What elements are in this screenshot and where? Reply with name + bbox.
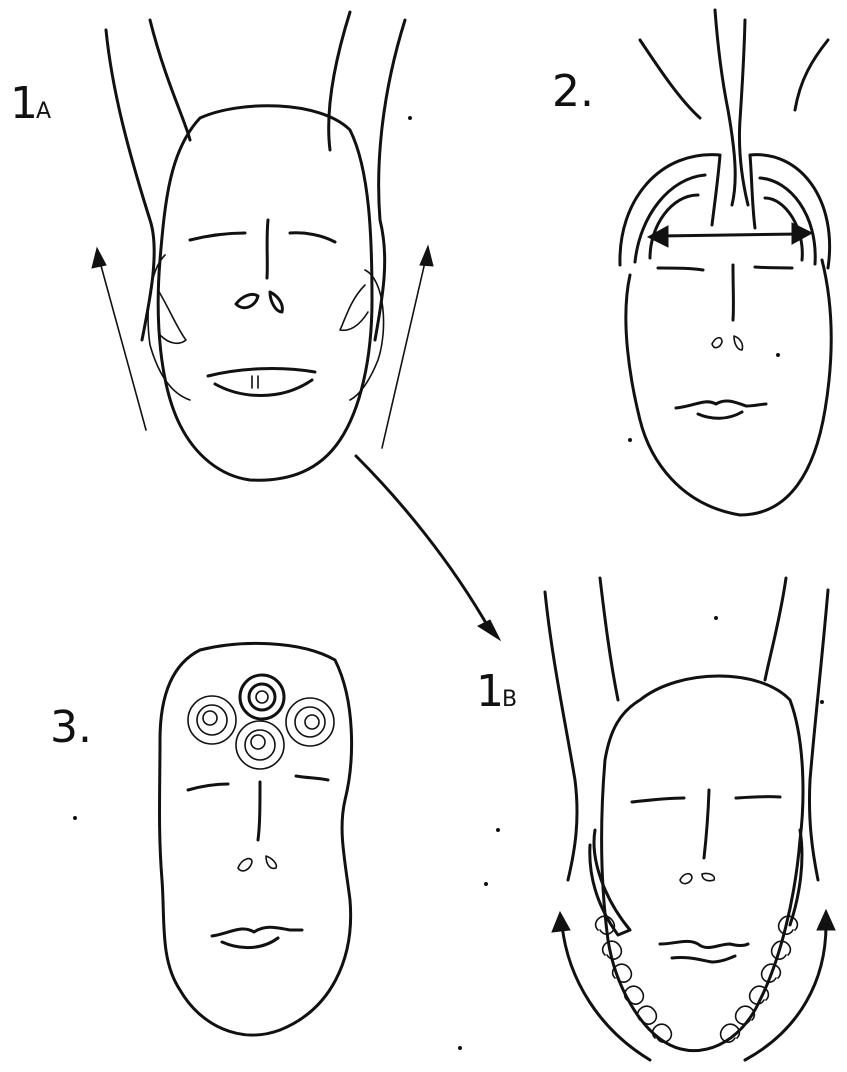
eye-right-1a [290,233,335,242]
forehead-arc-left-outer [620,155,720,265]
transition-arrow-1a-1b [356,456,500,640]
neck-line-left-inner [150,20,190,140]
label-1a-number: 1 [10,78,38,129]
neck-line-left [106,30,154,340]
neck-line-right-2 [795,40,828,110]
nose-bridge-3 [258,782,260,840]
face-outline-1a [158,106,372,480]
forehead-circle-left [188,696,236,744]
mouth-lower-3 [222,938,278,948]
nostril-left-1b [680,874,692,884]
nostril-left-2 [712,338,722,348]
panel-1a: 1 A [10,12,433,480]
stray-dot-7 [497,829,500,832]
neck-line-right [329,12,350,150]
mouth-upper-2 [676,401,766,408]
forehead-arc-right-inner [760,178,815,264]
transition-arrow-shaft [356,456,490,630]
stray-dot-3 [629,439,632,442]
label-1a-letter: A [36,99,51,124]
stray-dot-1 [409,117,412,120]
teeth-1a [252,376,258,388]
eye-right-3 [296,776,328,780]
cheek-contour-left [148,255,190,400]
nostril-right-3 [266,856,276,868]
hand-left-1b [590,830,630,935]
stray-dot-9 [459,1047,462,1050]
neck-line-left-1b [545,592,577,880]
stray-dot-4 [715,617,718,620]
mouth-lower-1a [215,380,312,396]
cheek-shadow-right [340,285,368,330]
cheek-contour-right [350,270,384,400]
label-1b-number: 1 [476,666,504,717]
jaw-arrow-left-head [552,912,570,932]
eye-left-3 [188,784,228,790]
neck-line-left-inner-1b [600,578,618,700]
label-1b-letter: B [502,687,517,712]
stray-dot-8 [485,883,488,886]
forehead-circle-right [286,698,334,746]
label-2: 2. [552,66,594,117]
arrow-shaft-left-1a [100,262,146,430]
forehead-circle-center [236,721,284,769]
nose-bridge-1a [267,220,268,278]
nostril-left-3 [238,859,252,871]
eye-left-2 [658,268,703,270]
arrow-head-left-1a [92,248,106,268]
cheek-shadow-left [158,290,186,343]
mouth-upper-1b [660,941,748,947]
panel-3: 3. [50,643,500,1049]
arrow-head-right-1a [420,246,433,266]
arrow-shaft-right-1a [382,262,425,448]
neck-line-left-2 [640,40,700,118]
mouth-upper-1a [208,369,315,376]
face-outline-1b [602,676,803,1051]
eye-right-2 [755,267,792,268]
face-outline-2 [626,260,831,515]
stray-dot-5 [821,701,824,704]
stray-dot-2 [777,354,780,357]
mouth-lower-1b [672,956,735,962]
nostril-right-1a [270,292,282,312]
nose-bridge-1b [704,790,709,858]
eye-left-1a [190,233,245,240]
nostril-left-1a [236,294,258,307]
stray-dot-6 [74,817,77,820]
neck-line-right-1b [809,590,828,880]
panel-2: 2. [552,10,831,515]
nostril-right-2 [734,336,743,350]
forehead-arc-left-inner [635,175,705,262]
panel-1b: 1 B [476,578,835,1060]
eye-right-1b [736,797,780,798]
jaw-arrow-left-shaft [562,925,650,1060]
hands-center-2 [715,10,748,205]
jaw-arrow-right-head [817,910,835,930]
nostril-right-1b [702,873,714,880]
jaw-loops-right [721,916,798,1042]
mouth-upper-3 [212,927,302,936]
transition-arrow-head [478,620,500,640]
spread-arrow-line [660,234,800,236]
eye-left-1b [632,798,684,802]
forehead-circle-top [240,675,284,719]
jaw-arrow-right-shaft [745,925,826,1060]
label-3: 3. [50,702,92,753]
mouth-lower-2 [698,412,742,418]
neck-line-right-inner-1b [765,578,786,680]
